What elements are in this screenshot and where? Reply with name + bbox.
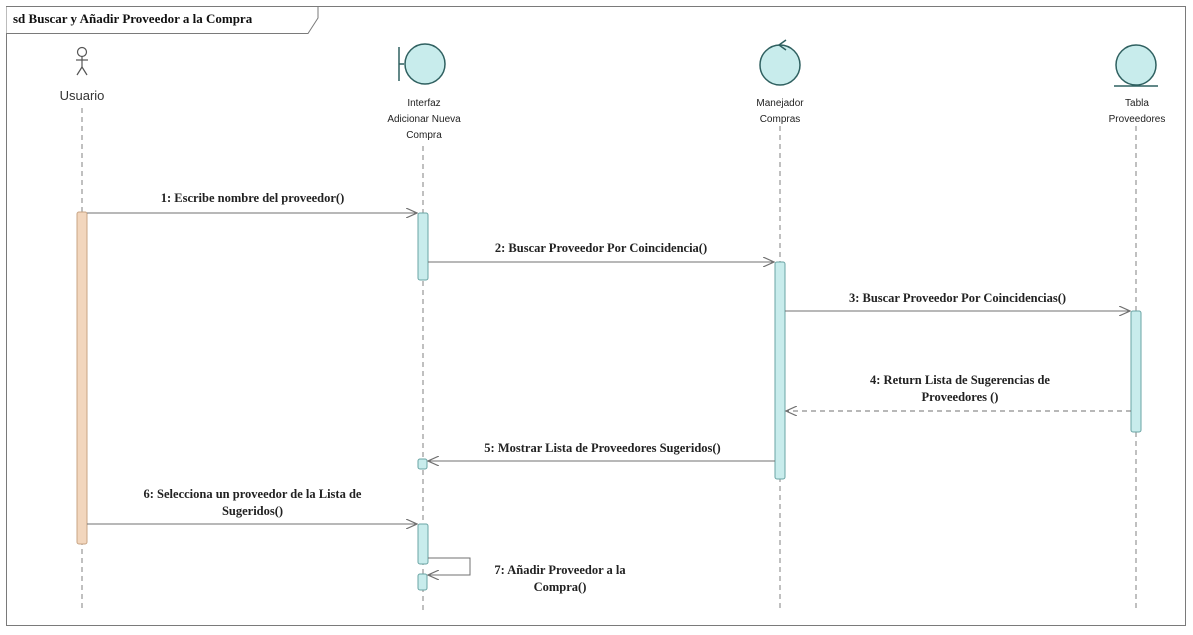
message-3-label: 3: Buscar Proveedor Por Coincidencias() <box>848 291 1067 305</box>
activation-usuario <box>76 211 88 545</box>
message-7-label: 7: Añadir Proveedor a la Compra() <box>494 563 626 594</box>
activation-interfaz-3 <box>417 523 429 565</box>
control-icon <box>759 39 801 86</box>
activation-interfaz-2 <box>417 458 428 470</box>
lifeline-name-manejador: Manejador Compras <box>756 98 804 125</box>
activation-manejador <box>774 261 786 480</box>
activation-interfaz-4 <box>417 573 428 591</box>
frame-title-tab <box>6 6 319 34</box>
message-7-arrow <box>428 557 471 575</box>
message-2-label: 2: Buscar Proveedor Por Coincidencia() <box>494 241 708 255</box>
lifeline-name-tabla: Tabla Proveedores <box>1108 98 1166 125</box>
boundary-icon <box>398 43 446 85</box>
lifeline-name-usuario: Usuario <box>59 88 105 103</box>
frame-title: sd Buscar y Añadir Proveedor a la Compra <box>13 11 253 26</box>
actor-icon <box>76 46 88 76</box>
activation-tabla <box>1130 310 1142 433</box>
message-1-label: 1: Escribe nombre del proveedor() <box>160 191 345 205</box>
lifeline-name-interfaz: Interfaz Adicionar Nueva Compra <box>387 98 461 141</box>
activation-interfaz-1 <box>417 212 429 281</box>
sequence-diagram-frame <box>6 6 1186 626</box>
message-4-label: 4: Return Lista de Sugerencias de Provee… <box>870 373 1050 404</box>
entity-icon <box>1114 44 1158 87</box>
message-5-label: 5: Mostrar Lista de Proveedores Sugerido… <box>484 441 721 455</box>
message-6-label: 6: Selecciona un proveedor de la Lista d… <box>143 487 362 518</box>
